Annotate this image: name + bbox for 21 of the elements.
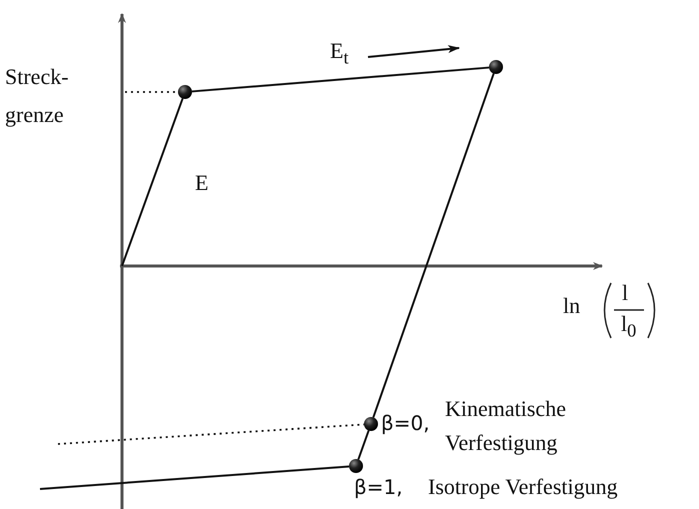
modulus-label: E$_{t}$ <box>330 38 349 70</box>
dotted-line <box>125 91 178 93</box>
data-point <box>177 84 193 100</box>
beta-value-label: β=1, <box>354 474 403 500</box>
hardening-label: Isotrope Verfestigung <box>428 474 618 500</box>
function-label: ln <box>563 293 580 319</box>
hardening-label: Kinematische Verfestigung <box>445 395 567 457</box>
data-point <box>348 458 364 474</box>
numerator-label: l <box>622 280 628 306</box>
modulus-label: E <box>195 170 208 196</box>
denominator-label: l$_{0}$ <box>621 311 636 342</box>
beta-value-label: β=0, <box>381 410 430 436</box>
curve-line <box>372 73 495 418</box>
data-point <box>488 59 504 75</box>
curve-line <box>40 466 350 490</box>
axis-label: Streck- grenze <box>5 63 70 129</box>
dotted-line <box>58 424 364 445</box>
curve-line <box>192 66 490 92</box>
data-point <box>363 416 379 432</box>
curve-line <box>121 98 184 266</box>
curve-line <box>357 430 370 460</box>
